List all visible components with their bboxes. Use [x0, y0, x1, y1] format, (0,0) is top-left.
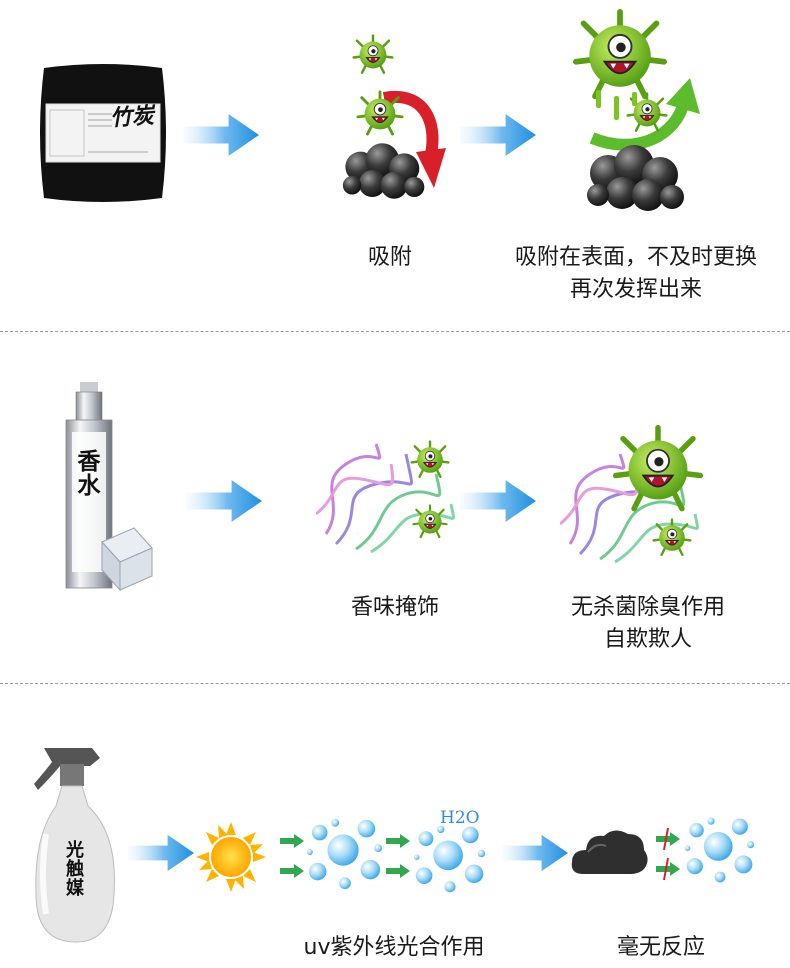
- row-charcoal: 竹炭: [0, 0, 790, 330]
- row-perfume: 香 水 香味掩饰 无杀菌除臭作用 自欺欺人: [0, 332, 790, 682]
- germ-icon: [410, 440, 450, 478]
- product-label: 光 触 媒: [60, 840, 90, 899]
- perfume-result-illustration: [560, 420, 710, 580]
- bubble-icon: [306, 802, 384, 906]
- release-illustration: [566, 6, 706, 216]
- germ-icon: [576, 12, 664, 96]
- germ-icon: [412, 504, 448, 539]
- caption-line: 自欺欺人: [603, 627, 692, 652]
- product-label-char: 水: [77, 473, 101, 500]
- product-label-char: 香: [77, 449, 101, 475]
- perfume-bottle-icon: 香 水: [52, 378, 156, 598]
- red-curved-arrow-icon: [382, 90, 446, 188]
- flow-arrow-icon: [183, 114, 259, 156]
- flow-arrow-icon: [460, 480, 536, 522]
- caption-line: uv紫外线光合作用: [303, 935, 485, 960]
- perfume-mask-illustration: [316, 430, 458, 560]
- germ-icon: [616, 428, 701, 509]
- small-arrow-icon: [386, 864, 410, 878]
- germ-icon: [352, 34, 394, 74]
- product-label: 竹炭: [109, 102, 155, 132]
- section-divider: [0, 331, 790, 332]
- small-arrow-icon: [386, 834, 410, 848]
- caption-adsorb: 吸附: [340, 242, 440, 274]
- charcoal-lump-icon: [587, 145, 684, 211]
- caption-line: 吸附: [367, 245, 412, 270]
- flow-arrow-icon: [460, 114, 536, 156]
- blocked-arrow-icon: [656, 857, 680, 881]
- water-label: H2O: [440, 808, 480, 828]
- charcoal-bag-icon: 竹炭: [36, 62, 170, 204]
- flow-arrow-icon: [128, 834, 194, 872]
- row-photocatalyst: 光 触 媒: [0, 684, 790, 968]
- caption-line: 无杀菌除臭作用: [570, 595, 725, 620]
- caption-uv: uv紫外线光合作用: [284, 932, 504, 964]
- product-label: 香 水: [69, 450, 109, 498]
- blocked-arrow-icon: [656, 827, 680, 851]
- small-arrow-icon: [280, 864, 304, 878]
- flow-arrow-icon: [502, 834, 568, 872]
- ice-cube-icon: [101, 527, 153, 592]
- bubble-icon: [408, 822, 492, 896]
- caption-line: 吸附在表面，不及时更换: [514, 245, 757, 270]
- sun-icon: [196, 822, 266, 892]
- product-label-char: 光: [66, 840, 84, 861]
- caption-release: 吸附在表面，不及时更换 再次发挥出来: [490, 242, 782, 306]
- small-arrow-icon: [280, 834, 304, 848]
- section-divider: [0, 683, 790, 684]
- adsorption-illustration: [338, 28, 450, 214]
- caption-mask: 香味掩饰: [330, 592, 460, 624]
- caption-line: 毫无反应: [616, 935, 705, 960]
- caption-line: 香味掩饰: [350, 595, 439, 620]
- cloud-icon: [570, 824, 650, 880]
- product-label-char: 媒: [66, 877, 84, 899]
- flow-arrow-icon: [186, 480, 262, 522]
- caption-no-reaction: 毫无反应: [596, 932, 726, 964]
- charcoal-lump-icon: [342, 143, 425, 199]
- caption-line: 再次发挥出来: [569, 277, 702, 302]
- bubble-icon: [684, 802, 756, 898]
- green-curved-arrow-icon: [589, 78, 700, 151]
- caption-no-effect: 无杀菌除臭作用 自欺欺人: [548, 592, 748, 656]
- spray-bottle-icon: 光 触 媒: [30, 744, 120, 944]
- product-label-char: 触: [66, 858, 84, 880]
